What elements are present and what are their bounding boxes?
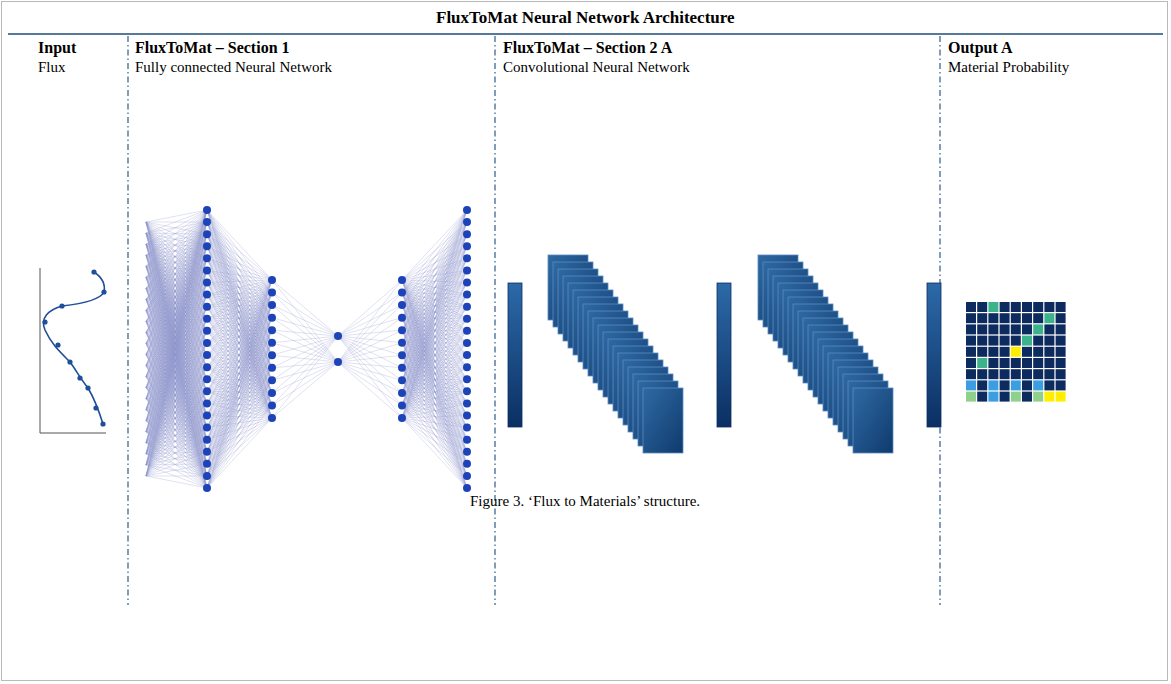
section-subtitle: Flux (38, 58, 66, 76)
section-subtitle: Fully connected Neural Network (135, 58, 332, 76)
conv-filter-stack (548, 255, 683, 453)
conv-filter-stack (758, 255, 893, 453)
section-subtitle: Material Probability (948, 58, 1069, 76)
section-heading: Output A (948, 38, 1012, 57)
feature-vector (508, 283, 522, 427)
feature-vector (927, 283, 941, 427)
feature-vector (717, 283, 731, 427)
network-weights (146, 210, 467, 488)
convolutional-network (508, 255, 941, 453)
header-rule (8, 33, 1163, 35)
material-grid (966, 302, 1066, 402)
flux-plot (40, 268, 107, 433)
section-dividers (128, 36, 940, 605)
figure-title: FluxToMat Neural Network Architecture (436, 8, 735, 28)
section-heading: FluxToMat – Section 2 A (503, 38, 672, 57)
section-heading: FluxToMat – Section 1 (135, 38, 290, 57)
section-heading: Input (38, 38, 76, 57)
section-subtitle: Convolutional Neural Network (503, 58, 690, 76)
figure-caption: Figure 3. ‘Flux to Materials’ structure. (470, 492, 700, 510)
fully-connected-network (146, 206, 471, 492)
neurons (203, 206, 471, 492)
